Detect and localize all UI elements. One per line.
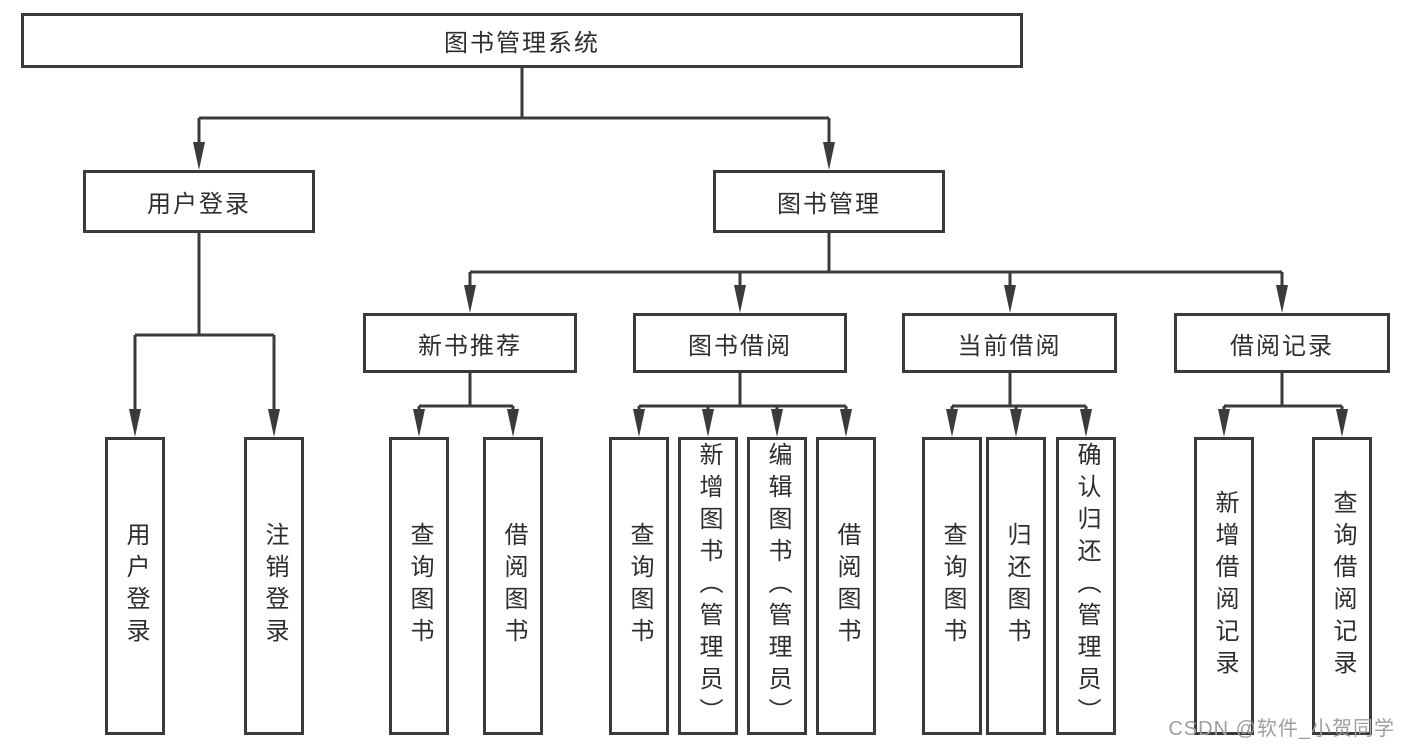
leaf-query-borrow-record: 查询借阅记录 [1312, 437, 1372, 735]
leaf-edit-book-admin: 编辑图书（管理员） [747, 437, 807, 735]
leaf-logout: 注销登录 [244, 437, 304, 735]
watermark: CSDN @软件_小贺同学 [1168, 718, 1395, 740]
node-current-borrowing: 当前借阅 [902, 313, 1117, 373]
node-user-login: 用户登录 [83, 170, 315, 233]
node-library-management-system: 图书管理系统 [21, 13, 1023, 68]
leaf-query-books-current: 查询图书 [922, 437, 982, 735]
connector-lines [133, 68, 1344, 411]
node-book-borrowing: 图书借阅 [633, 313, 847, 373]
leaf-borrow-books: 借阅图书 [816, 437, 876, 735]
leaf-query-books-borrowing: 查询图书 [609, 437, 669, 735]
leaf-confirm-return-admin: 确认归还（管理员） [1056, 437, 1116, 735]
leaf-borrow-books-recommend: 借阅图书 [483, 437, 543, 735]
arrowheads [129, 142, 1348, 437]
leaf-query-books-recommend: 查询图书 [389, 437, 449, 735]
node-book-management: 图书管理 [713, 170, 945, 233]
leaf-add-book-admin: 新增图书（管理员） [678, 437, 738, 735]
leaf-user-login: 用户登录 [105, 437, 165, 735]
leaf-return-books: 归还图书 [986, 437, 1046, 735]
node-borrow-records: 借阅记录 [1174, 313, 1390, 373]
leaf-add-borrow-record: 新增借阅记录 [1194, 437, 1254, 735]
node-new-book-recommend: 新书推荐 [363, 313, 577, 373]
